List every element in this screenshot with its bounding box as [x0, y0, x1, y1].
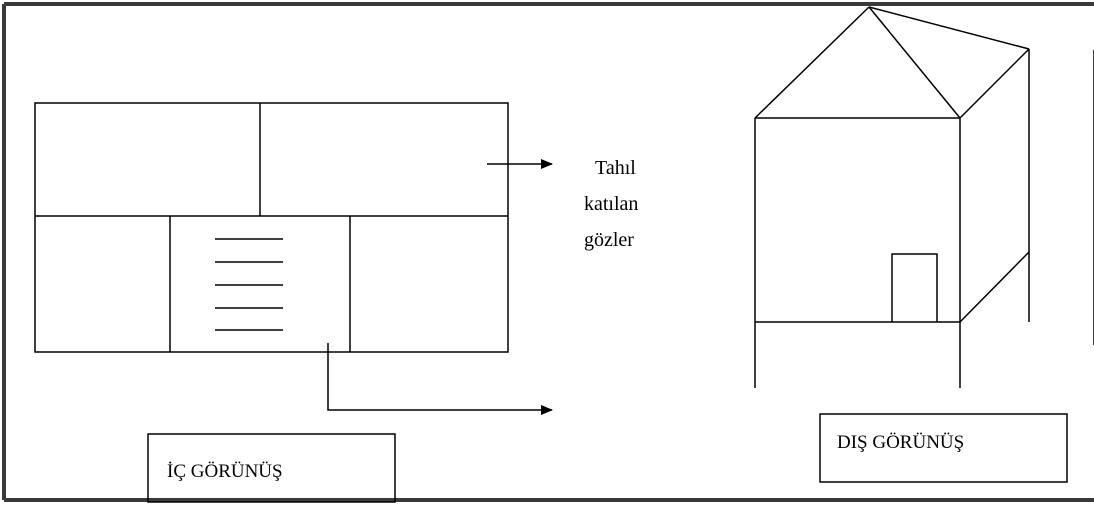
svg-text:gözler: gözler: [584, 229, 634, 251]
interior-to-exterior-arrow: [327, 343, 553, 415]
staircase-lines: [215, 238, 283, 331]
svg-text:DIŞ GÖRÜNÜŞ: DIŞ GÖRÜNÜŞ: [837, 432, 964, 453]
interior-view-caption: İÇ GÖRÜNÜŞ: [147, 433, 396, 503]
roof-front-right-edge: [868, 6, 961, 119]
exterior-granary-drawing: [754, 6, 1030, 388]
floor-plan-outline: [34, 102, 509, 353]
grain-compartments-label: Tahıl katılan gözler: [584, 157, 638, 251]
svg-text:İÇ GÖRÜNÜŞ: İÇ GÖRÜNÜŞ: [167, 461, 283, 482]
roof-left-edge: [754, 6, 870, 119]
floor-side-edge: [959, 251, 1030, 323]
roof-back-edge: [959, 48, 1030, 119]
svg-text:katılan: katılan: [584, 193, 638, 215]
door: [891, 253, 938, 322]
svg-text:Tahıl: Tahıl: [595, 157, 636, 179]
roof-ridge: [868, 6, 1030, 50]
interior-floor-plan: [34, 102, 509, 353]
exterior-view-caption: DIŞ GÖRÜNÜŞ: [819, 413, 1068, 483]
